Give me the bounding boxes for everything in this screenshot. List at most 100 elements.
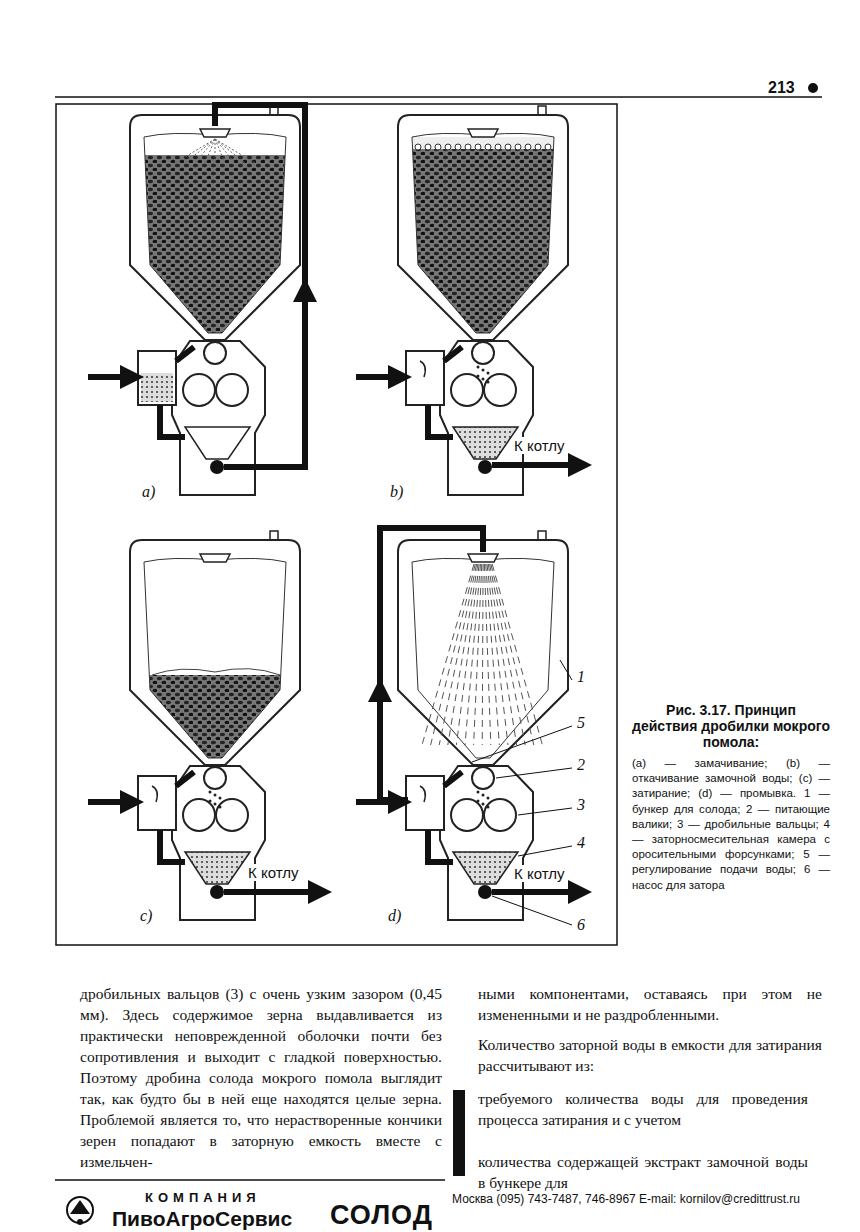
spray: [488, 564, 516, 745]
mash-chamber: [185, 427, 250, 459]
leader-line: [560, 660, 572, 680]
body-paragraph: Количество заторной воды в емкости для з…: [478, 1034, 822, 1076]
spray: [215, 139, 255, 163]
page-bullet: [808, 83, 818, 93]
pipe: [380, 528, 483, 800]
panel-label: b): [390, 483, 403, 501]
water-jet: [420, 786, 425, 802]
grist: [477, 791, 480, 794]
feed-roller: [472, 342, 494, 364]
grist: [219, 806, 222, 809]
leader-line: [472, 726, 572, 762]
mill-housing: [172, 766, 265, 920]
crush-roll: [216, 374, 248, 406]
water-jet: [420, 361, 425, 377]
grist: [482, 378, 485, 381]
grist: [214, 794, 217, 797]
panel-label: a): [142, 483, 155, 501]
water-jet: [152, 786, 157, 802]
outlet-label: К котлу: [512, 437, 566, 454]
crush-roll: [216, 799, 248, 831]
water-box: [138, 776, 176, 830]
logo: [70, 1200, 90, 1214]
spray: [215, 139, 235, 163]
pipe: [88, 374, 132, 380]
water-bubble: [515, 144, 521, 150]
water-box: [138, 351, 176, 405]
mash-chamber: [453, 852, 518, 884]
spray: [490, 564, 526, 745]
water-bubble: [525, 144, 531, 150]
pipe: [302, 290, 308, 300]
grist: [219, 797, 222, 800]
spray: [195, 139, 215, 163]
pipe: [160, 405, 185, 437]
water-bubble: [415, 144, 421, 150]
crush-roll: [183, 374, 215, 406]
water-bubble: [475, 144, 481, 150]
spray: [482, 564, 484, 745]
bullet-bar: [453, 1090, 465, 1176]
mash-pump: [210, 460, 224, 474]
grist: [477, 366, 480, 369]
grist: [209, 791, 212, 794]
spray: [215, 139, 245, 163]
crush-roll: [183, 799, 215, 831]
spray: [175, 139, 215, 163]
water-box: [406, 351, 444, 405]
pipe: [444, 347, 462, 361]
feed-roller: [204, 342, 226, 364]
water-bubble: [435, 144, 441, 150]
feed-roller: [204, 767, 226, 789]
malt-hopper: [398, 540, 568, 765]
spray: [205, 139, 215, 163]
spray: [474, 564, 482, 745]
spray: [185, 139, 215, 163]
grist: [487, 372, 490, 375]
leader-line: [492, 896, 572, 925]
crush-roll: [484, 374, 516, 406]
spray: [215, 139, 225, 163]
hopper-liner: [412, 558, 554, 758]
company-name: ПивоАгроСервис: [112, 1207, 292, 1230]
bullet-item: количества содержащей экстракт замочной …: [478, 1151, 808, 1193]
pipe: [356, 374, 400, 380]
company-label: КОМПАНИЯ: [145, 1190, 261, 1205]
pipe: [88, 799, 132, 805]
callout-number: 5: [577, 714, 585, 732]
mill-unit: [130, 106, 300, 495]
body-paragraph: ными компонентами, оставаясь при этом не…: [478, 983, 822, 1025]
callout-number: 1: [577, 668, 585, 686]
contact-line: Москва (095) 743-7487, 746-8967 E-mail: …: [452, 1192, 800, 1206]
mill-unit: [398, 106, 568, 495]
figure-caption: Рис. 3.17. Принцип действия дробилки мок…: [632, 702, 830, 750]
panel-label: c): [140, 907, 152, 925]
grist: [209, 800, 212, 803]
grist: [482, 803, 485, 806]
leader-line: [518, 808, 572, 815]
mill-housing: [440, 341, 533, 495]
malt-grain: [130, 675, 300, 905]
spray: [456, 564, 479, 745]
grist: [214, 803, 217, 806]
leader-line: [518, 846, 572, 856]
water-bubble: [425, 144, 431, 150]
logo: [77, 1219, 83, 1225]
leader-line: [496, 768, 572, 778]
header-rule: [55, 96, 822, 98]
water-bubble: [505, 144, 511, 150]
grist: [487, 806, 490, 809]
panel-label: d): [388, 907, 401, 925]
spray-nozzle: [468, 554, 498, 562]
mash-chamber: [453, 427, 518, 459]
grist: [487, 381, 490, 384]
crush-roll: [451, 374, 483, 406]
mill-unit: [398, 531, 568, 920]
water-bubble: [495, 144, 501, 150]
grist: [482, 794, 485, 797]
pipe: [492, 462, 580, 468]
grist: [477, 800, 480, 803]
bullet-item: требуемого количества воды для проведени…: [478, 1088, 808, 1130]
mash-pump: [478, 460, 492, 474]
hopper-liner: [412, 133, 554, 333]
